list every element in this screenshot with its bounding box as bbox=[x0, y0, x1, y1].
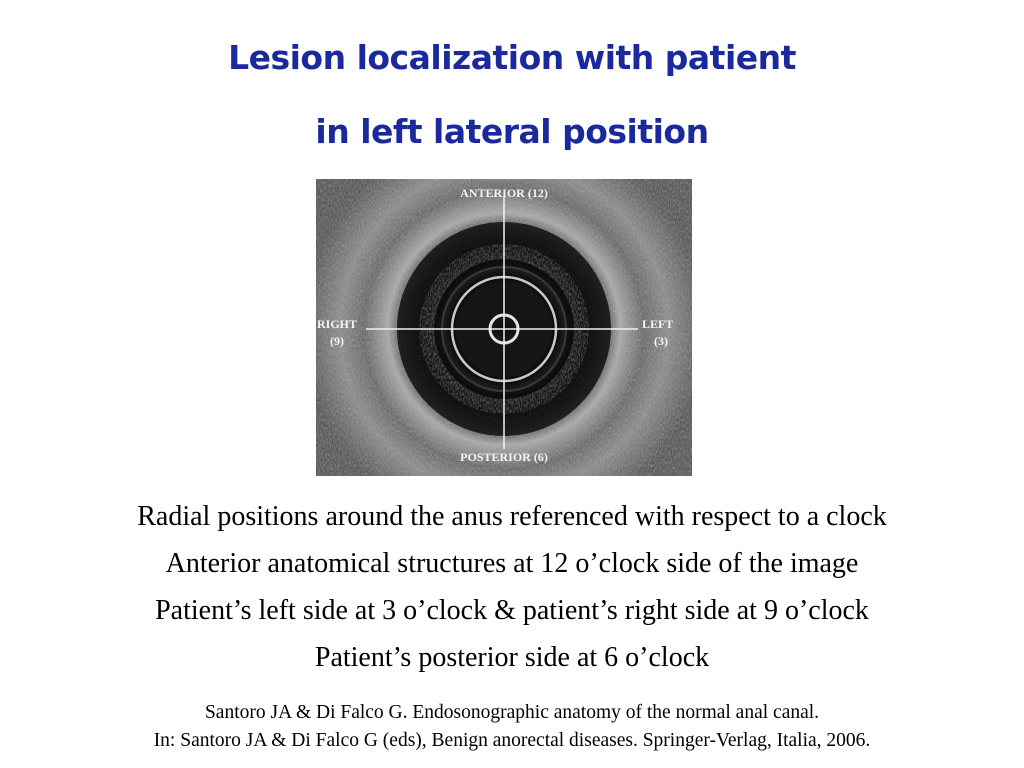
slide-title-line-2: in left lateral position bbox=[315, 112, 709, 151]
endosonography-image: ANTERIOR (12) POSTERIOR (6) RIGHT (9) LE… bbox=[316, 179, 692, 476]
body-line-2: Anterior anatomical structures at 12 o’c… bbox=[165, 548, 859, 579]
reference-line-1: Santoro JA & Di Falco G. Endosonographic… bbox=[204, 702, 820, 723]
body-line-3: Patient’s left side at 3 o’clock & patie… bbox=[155, 595, 869, 626]
label-posterior: POSTERIOR (6) bbox=[460, 450, 548, 464]
label-anterior: ANTERIOR (12) bbox=[460, 186, 548, 200]
label-left-number: (3) bbox=[654, 334, 668, 348]
label-right-number: (9) bbox=[330, 334, 344, 348]
slide-title-line-1: Lesion localization with patient bbox=[228, 38, 796, 77]
body-line-1: Radial positions around the anus referen… bbox=[137, 501, 887, 532]
reference-line-2: In: Santoro JA & Di Falco G (eds), Benig… bbox=[153, 730, 871, 751]
label-right: RIGHT bbox=[317, 317, 357, 331]
body-line-4: Patient’s posterior side at 6 o’clock bbox=[314, 642, 710, 673]
label-left: LEFT bbox=[642, 317, 673, 331]
